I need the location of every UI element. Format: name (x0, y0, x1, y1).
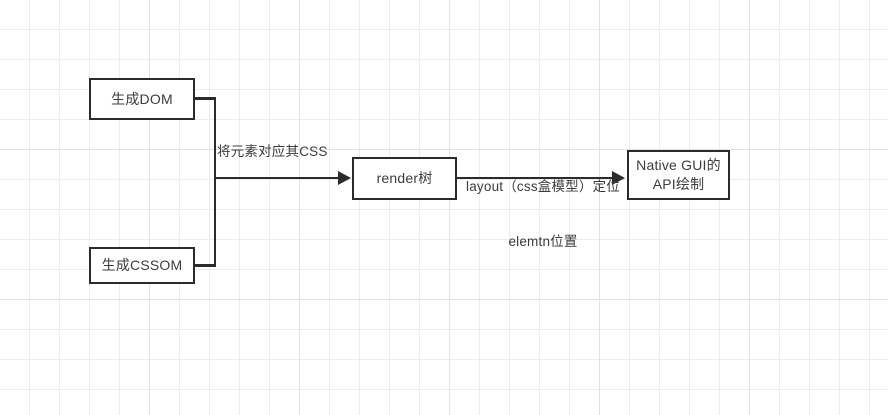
arrowhead-to-render-tree (338, 170, 351, 185)
edge-bus-to-render-line (213, 176, 341, 179)
arrowhead-to-native-gui (612, 170, 625, 185)
node-native-gui-api-label-line2: API绘制 (652, 176, 705, 192)
edge-dom-to-bus (195, 97, 216, 100)
node-generate-cssom-label: 生成CSSOM (101, 257, 183, 274)
node-generate-dom-label: 生成DOM (111, 90, 173, 107)
edge-label-layout-line1: layout（css盒模型）定位 (466, 179, 620, 195)
edge-label-map-elements-to-css: 将元素对应其CSS (217, 144, 328, 159)
edge-render-to-native-line (456, 176, 614, 179)
node-generate-cssom[interactable]: 生成CSSOM (89, 247, 195, 284)
node-render-tree-label: render树 (376, 170, 433, 187)
node-generate-dom[interactable]: 生成DOM (89, 78, 195, 120)
node-render-tree[interactable]: render树 (352, 157, 457, 200)
edge-label-layout-positioning: layout（css盒模型）定位 elemtn位置 (452, 142, 634, 288)
node-native-gui-api-label-line1: Native GUI的 (636, 157, 721, 174)
node-native-gui-api[interactable]: Native GUI的 API绘制 (627, 150, 730, 200)
edge-cssom-to-bus (195, 264, 216, 267)
edge-merge-bus (213, 97, 216, 267)
edge-label-layout-line2: elemtn位置 (508, 234, 578, 250)
